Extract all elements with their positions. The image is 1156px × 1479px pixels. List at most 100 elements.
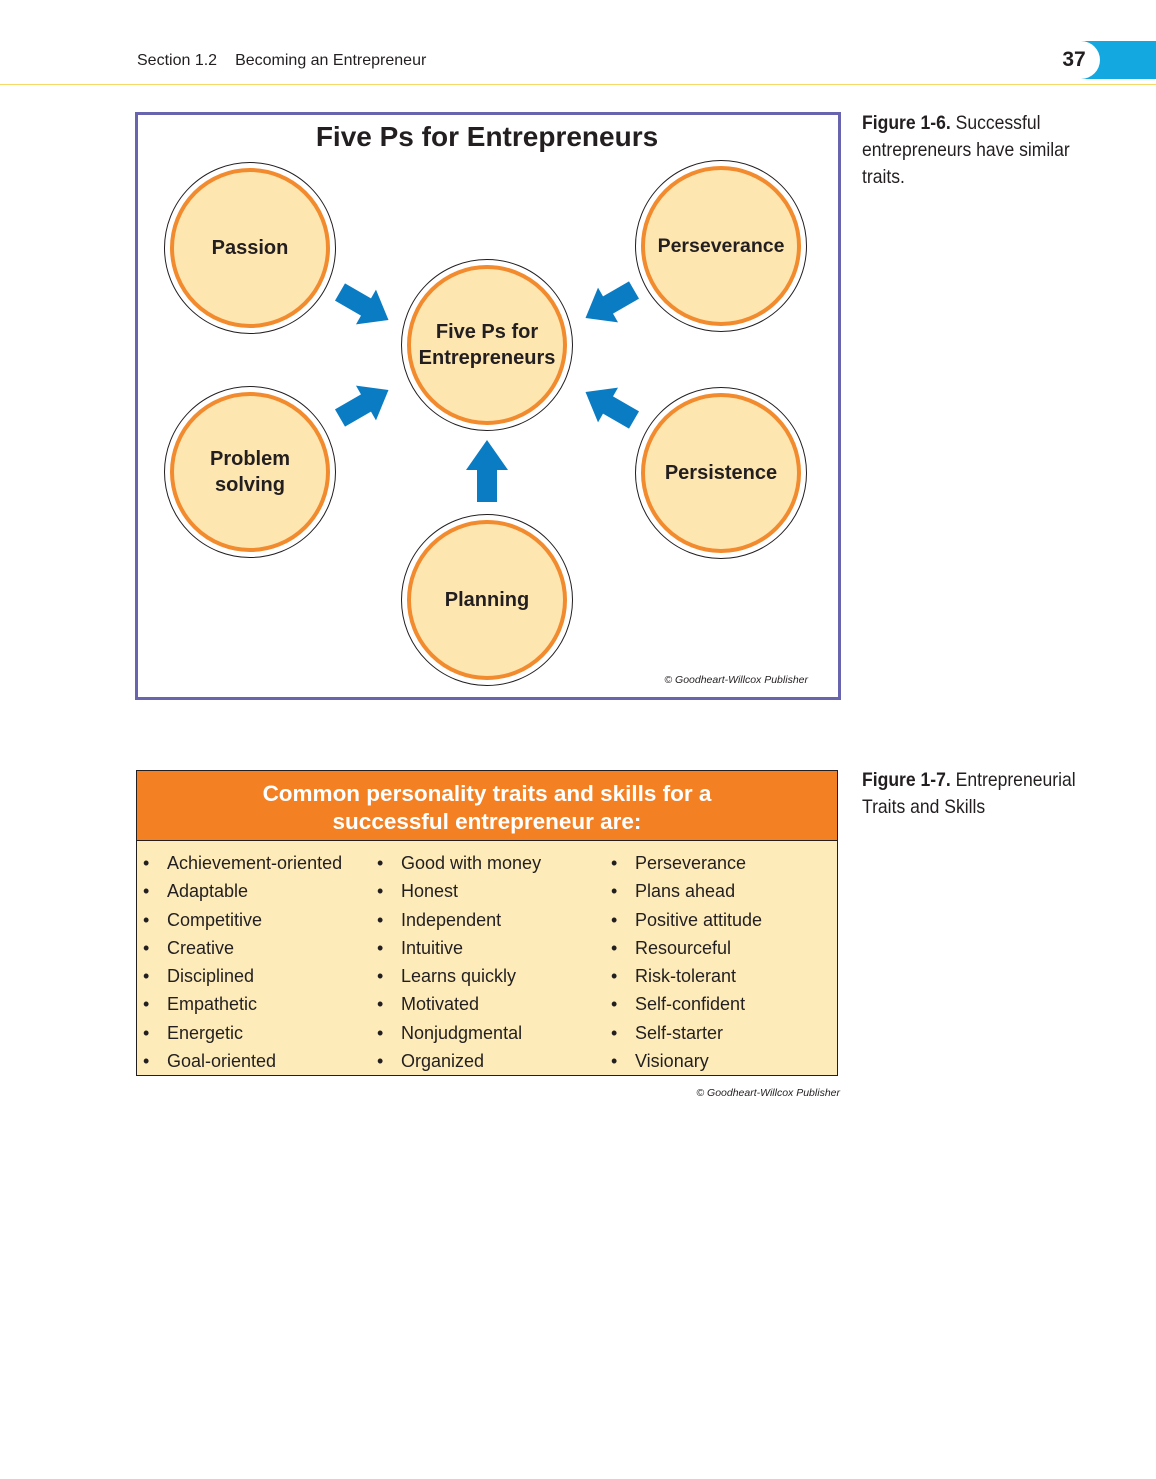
figure-1-6-caption-label: Figure 1-6. <box>862 112 951 134</box>
trait-label: Creative <box>167 937 235 958</box>
trait-item: •Self-starter <box>605 1019 762 1047</box>
header-rule <box>0 84 1156 85</box>
trait-item: •Motivated <box>371 990 541 1018</box>
circle-persistence: Persistence <box>635 387 807 559</box>
bullet-icon: • <box>611 853 618 873</box>
bullet-icon: • <box>377 853 384 873</box>
figure-1-7-table: Common personality traits and skills for… <box>136 770 838 1076</box>
bullet-icon: • <box>377 937 384 958</box>
trait-item: • Goal-oriented <box>137 1047 342 1075</box>
bullet-icon: • <box>611 881 618 902</box>
traits-column-3: • Perseverance • Plans ahead • Positive attit… <box>605 849 762 1075</box>
bullet-icon: • <box>143 937 150 958</box>
trait-item: • Creative <box>137 934 342 962</box>
trait-label: Perseverance <box>635 853 747 873</box>
bullet-icon: • <box>611 994 618 1015</box>
bullet-icon: • <box>377 1051 384 1072</box>
trait-label: Plans ahead <box>635 881 736 902</box>
bullet-icon: • <box>377 966 384 987</box>
trait-label: Competitive <box>167 909 263 930</box>
bullet-icon: • <box>611 937 618 958</box>
bullet-icon: • <box>143 853 150 873</box>
bullet-icon: • <box>143 1022 150 1043</box>
trait-item: • Competitive <box>137 906 342 934</box>
label-problem-solving: Problem solving <box>170 392 330 552</box>
figure-1-7-credit: © Goodheart-Willcox Publisher <box>696 1087 840 1099</box>
trait-label: Empathetic <box>167 994 258 1015</box>
trait-item: • Achievement-oriented <box>137 849 342 877</box>
trait-item: • Intuitive <box>371 934 541 962</box>
trait-item: •Visionary <box>605 1047 762 1075</box>
trait-label: Independent <box>401 909 502 930</box>
table-header-line-1: Common personality traits and skills for… <box>262 781 712 806</box>
bullet-icon: • <box>377 909 384 930</box>
trait-item: • Adaptable <box>137 877 342 905</box>
figure-1-6-caption: Figure 1-6. Successful entrepreneurs hav… <box>862 110 1096 191</box>
table-header: Common personality traits and skills for… <box>137 771 837 841</box>
bullet-icon: • <box>377 1022 384 1043</box>
trait-item: • Energetic <box>137 1019 342 1047</box>
bullet-icon: • <box>143 966 150 987</box>
trait-label: Risk-tolerant <box>635 966 737 987</box>
bullet-icon: • <box>611 1022 618 1043</box>
figure-1-7-caption: Figure 1-7. Entrepreneurial Traits and S… <box>862 767 1096 821</box>
trait-label: Learns quickly <box>401 966 517 987</box>
trait-item: • Good with money <box>371 849 541 877</box>
label-passion: Passion <box>170 168 330 328</box>
trait-label: Adaptable <box>167 881 249 902</box>
trait-label: Energetic <box>167 1022 244 1043</box>
trait-label: Positive attitude <box>635 909 763 930</box>
trait-item: • Resourceful <box>605 934 762 962</box>
trait-item: • Learns quickly <box>371 962 541 990</box>
figure-1-7-caption-text: Entrepreneurial Traits and Skills <box>862 769 1076 818</box>
trait-item: • Independent <box>371 906 541 934</box>
label-persistence: Persistence <box>641 393 801 553</box>
traits-column-2: • Good with money • Honest • Independent • Intu… <box>371 849 541 1075</box>
trait-label: Motivated <box>401 994 480 1015</box>
trait-label: Good with money <box>401 853 542 873</box>
bullet-icon: • <box>143 994 150 1015</box>
figure-1-7-caption-label: Figure 1-7. <box>862 769 951 791</box>
trait-label: Honest <box>401 881 459 902</box>
bullet-icon: • <box>143 881 150 902</box>
trait-item: • Disciplined <box>137 962 342 990</box>
circle-problem-solving: Problem solving <box>164 386 336 558</box>
figure-1-6-caption-text: Successful entrepreneurs have similar tr… <box>862 112 1070 188</box>
trait-item: • Perseverance <box>605 849 762 877</box>
trait-label: Self-confident <box>635 994 746 1015</box>
circle-planning: Planning <box>401 514 573 686</box>
trait-item: • Risk-tolerant <box>605 962 762 990</box>
label-planning: Planning <box>407 520 567 680</box>
bullet-icon: • <box>611 966 618 987</box>
trait-item: • Empathetic <box>137 990 342 1018</box>
trait-label: Disciplined <box>167 966 255 987</box>
chapter-title: Becoming an Entrepreneur <box>235 52 427 69</box>
trait-item: • Positive attitude <box>605 906 762 934</box>
trait-item: • Honest <box>371 877 541 905</box>
bullet-icon: • <box>611 909 618 930</box>
trait-item: • Organized <box>371 1047 541 1075</box>
bullet-icon: • <box>377 881 384 902</box>
trait-label: Visionary <box>635 1051 709 1072</box>
trait-item: • Self-confident <box>605 990 762 1018</box>
trait-label: Goal-oriented <box>167 1051 277 1072</box>
figure-1-6-title: Five Ps for Entrepreneurs <box>315 121 659 152</box>
trait-label: Resourceful <box>635 937 732 958</box>
trait-label: Achievement-oriented <box>167 853 343 873</box>
trait-label: Intuitive <box>401 937 464 958</box>
trait-label: Organized <box>401 1051 485 1072</box>
trait-item: • Nonjudgmental <box>371 1019 541 1047</box>
problem-line-1: Problem <box>209 448 291 470</box>
circle-perseverance: Perseverance <box>635 160 807 332</box>
bullet-icon: • <box>143 1051 150 1072</box>
traits-column-1: • Achievement-oriented • Adaptable • Competit… <box>137 849 342 1075</box>
problem-line-2: solving <box>214 474 285 496</box>
bullet-icon: • <box>143 909 150 930</box>
page-number: 37 <box>1048 41 1100 79</box>
circle-passion: Passion <box>164 162 336 334</box>
trait-label: Nonjudgmental <box>401 1022 523 1043</box>
label-perseverance: Perseverance <box>641 166 801 326</box>
